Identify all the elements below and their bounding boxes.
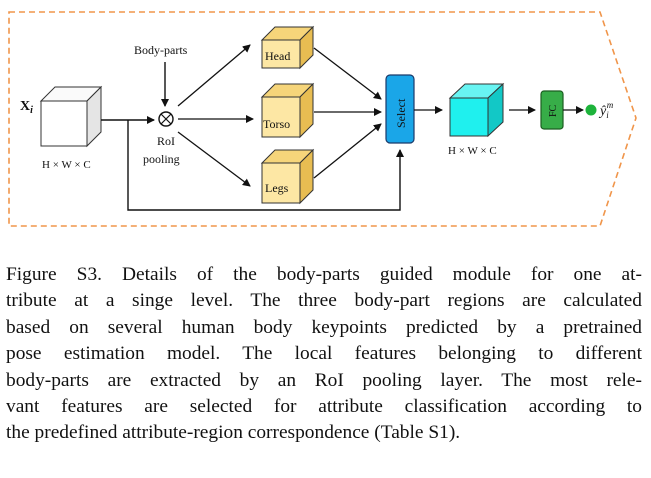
head-label: Head — [265, 49, 290, 63]
body-parts-module-diagram: Xi H × W × C Body-parts RoI pooling Head… — [8, 11, 637, 227]
torso-part-box — [260, 82, 315, 139]
input-feature-cube — [39, 85, 103, 148]
output-dim-label: H × W × C — [448, 145, 497, 157]
roi-pooling-operator — [158, 111, 174, 127]
skip-connection-line — [127, 120, 404, 211]
fc-label: FC — [548, 104, 559, 117]
arrow-head-to-select — [313, 47, 382, 100]
legs-part-box — [260, 148, 315, 205]
arrow-roi-to-legs — [177, 131, 251, 187]
dashed-module-border — [8, 11, 637, 227]
figure-caption: Figure S3. Details of the body-parts gui… — [6, 262, 642, 447]
select-label: Select — [394, 98, 408, 128]
legs-label: Legs — [265, 181, 289, 195]
arrow-roi-to-head — [177, 44, 251, 107]
head-part-box — [260, 25, 315, 70]
arrow-legs-to-select — [313, 123, 382, 179]
input-dim-label: H × W × C — [42, 159, 91, 171]
caption-line: body-parts are extracted by an RoI pooli… — [6, 369, 642, 391]
input-label: Xi — [20, 99, 33, 116]
pooling-label: pooling — [143, 152, 180, 166]
caption-line: based on several human body keypoints pr… — [6, 316, 642, 338]
caption-line: Figure S3. Details of the body-parts gui… — [6, 264, 642, 285]
caption-line: vant features are selected for attribute… — [6, 396, 642, 418]
body-parts-label: Body-parts — [134, 43, 188, 57]
output-dot — [585, 104, 597, 116]
caption-line: tribute at a singe level. The three body… — [6, 290, 642, 312]
caption-line: the predefined attribute-region correspo… — [6, 422, 461, 444]
prediction-label: ŷim — [598, 100, 614, 120]
selected-feature-cube — [448, 82, 505, 138]
caption-line: pose estimation model. The local feature… — [6, 343, 642, 365]
torso-label: Torso — [263, 117, 290, 131]
select-box — [385, 74, 415, 144]
roi-label: RoI — [157, 134, 175, 148]
